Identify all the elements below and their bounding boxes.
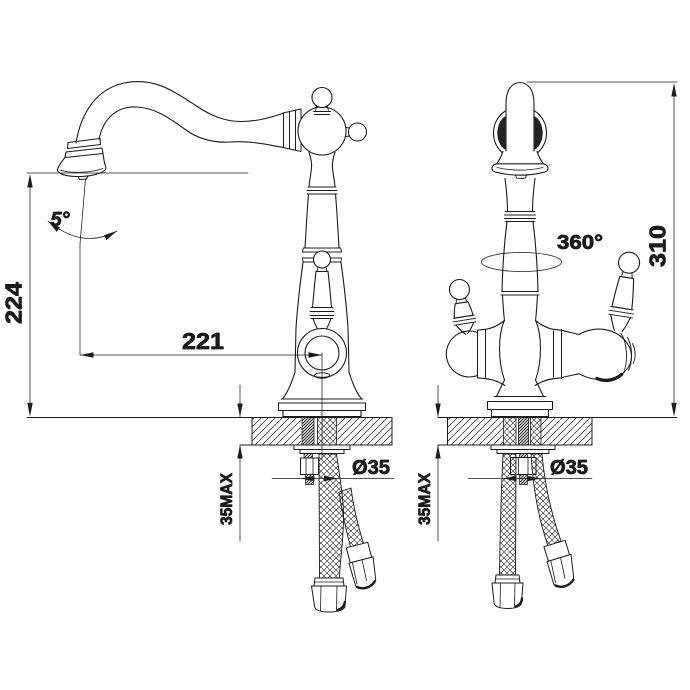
dimension-dia35-right: Ø35 — [467, 457, 593, 482]
dimensions: 224 5° 221 35MAX Ø35 — [0, 81, 678, 542]
spout-connector-ribs — [282, 108, 302, 152]
dimension-35max-right: 35MAX — [416, 384, 441, 542]
handle-right-front — [608, 251, 641, 333]
spout-arm — [75, 81, 285, 149]
supply-hose-angled-right — [530, 453, 575, 588]
dimension-224: 224 — [0, 172, 249, 417]
dim-swivel-angle-label: 360° — [557, 232, 603, 254]
dim-hole-diameter-right-label: Ø35 — [550, 457, 588, 479]
faucet-base-front — [486, 379, 554, 418]
supply-hose-straight-left — [311, 453, 347, 613]
dim-deck-thickness-left-label: 35MAX — [218, 473, 236, 525]
countertop-left — [26, 416, 393, 446]
dimension-5deg: 5° — [47, 178, 118, 356]
side-view — [56, 81, 368, 418]
dim-height-to-spout-label: 224 — [1, 282, 27, 324]
mounting-washer-right — [490, 444, 556, 454]
dimension-310: 310 — [526, 81, 678, 417]
faucet-column — [294, 151, 350, 373]
spout-ring-joint-front — [491, 81, 549, 180]
handle-left-front — [448, 278, 477, 335]
under-counter-left — [293, 444, 377, 613]
under-counter-right — [490, 444, 575, 609]
faucet-body-cross — [445, 320, 636, 387]
dimension-360deg: 360° — [481, 232, 603, 272]
dim-spout-angle-label: 5° — [50, 209, 70, 231]
supply-hose-straight-right — [491, 453, 524, 609]
faucet-column-front — [500, 177, 540, 322]
dimension-35max-left: 35MAX — [218, 384, 243, 542]
dimension-dia35-left: Ø35 — [271, 457, 395, 482]
spout-outlet-bell — [56, 137, 107, 181]
countertop-right — [437, 416, 678, 446]
front-view — [445, 81, 641, 418]
dim-spout-reach-label: 221 — [182, 328, 224, 354]
dim-overall-height-label: 310 — [645, 225, 671, 267]
dim-hole-diameter-left-label: Ø35 — [352, 457, 390, 479]
dimension-221: 221 — [79, 328, 323, 460]
supply-hose-angled-left — [338, 487, 377, 590]
swivel-ball-joint — [297, 86, 368, 156]
dim-deck-thickness-right-label: 35MAX — [416, 473, 434, 525]
handle-side-view — [309, 250, 335, 331]
